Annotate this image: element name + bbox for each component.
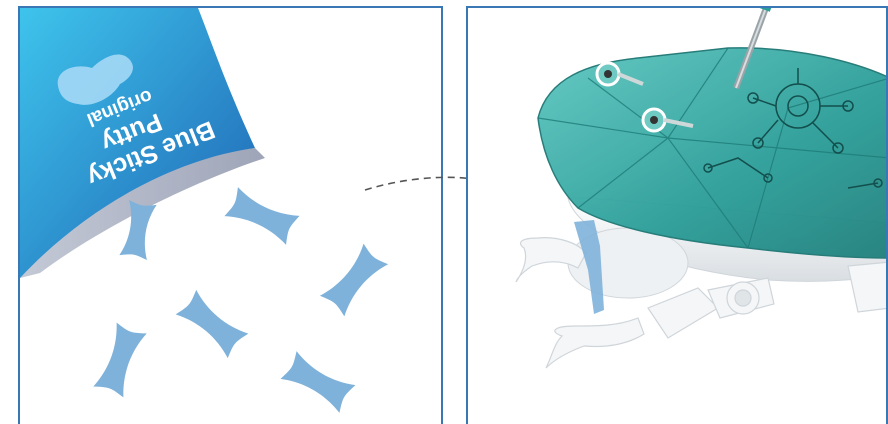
putty-piece <box>175 289 249 359</box>
putty-piece <box>93 322 147 398</box>
robot-leg <box>647 287 719 339</box>
circuit-pattern <box>703 68 883 189</box>
putty-panel: Blue Sticky Putty original <box>18 6 443 424</box>
screwdriver-icon <box>733 8 778 90</box>
putty-pieces <box>93 187 389 413</box>
putty-piece <box>224 187 300 245</box>
putty-package: Blue Sticky Putty original <box>20 8 255 278</box>
putty-illustration: Blue Sticky Putty original <box>20 8 389 413</box>
putty-on-robot <box>574 220 604 314</box>
screw-icon <box>641 107 694 133</box>
robot-leg <box>847 261 886 313</box>
robot-legs <box>515 237 886 369</box>
putty-piece <box>319 243 389 317</box>
putty-logo-icon <box>57 54 133 105</box>
putty-piece <box>119 199 157 261</box>
putty-piece <box>280 351 356 413</box>
robot-leg <box>545 317 645 369</box>
robot-illustration <box>515 8 886 369</box>
screw-icon <box>595 61 644 87</box>
robot-panel <box>466 6 888 424</box>
package-backing <box>20 148 265 278</box>
